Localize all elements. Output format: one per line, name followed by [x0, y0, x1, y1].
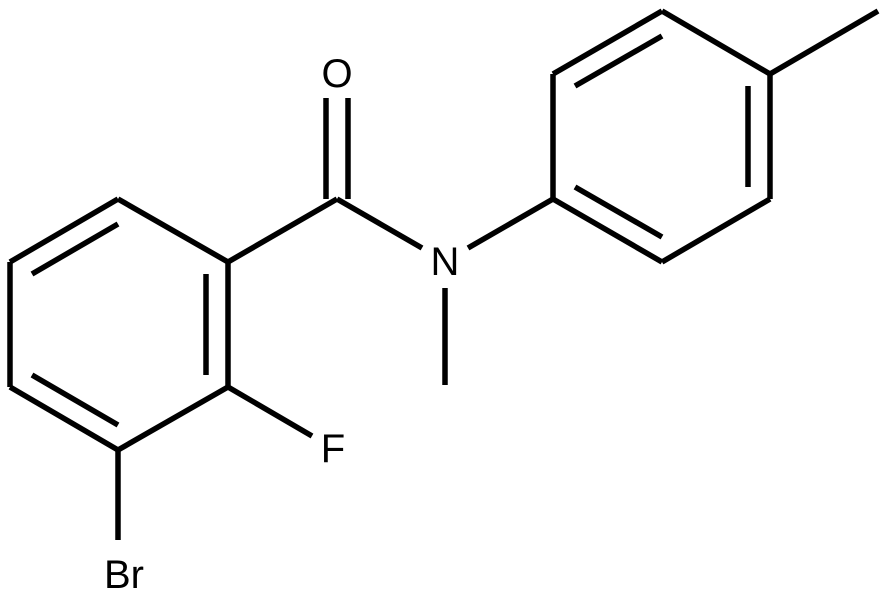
nitrogen-label: N: [431, 240, 460, 284]
ring-bond-1-inner: [30, 221, 120, 277]
tolyl-bond-5: [660, 196, 772, 265]
bond-nitrogen-to-tolyl: [466, 196, 555, 251]
bond-ring-to-fluorine: [226, 384, 314, 439]
tolyl-bond-2: [551, 8, 664, 77]
benzoyl-ring: [7, 196, 231, 453]
bond-tolyl-methyl: [768, 8, 880, 77]
ring-bond-5: [8, 384, 120, 453]
bond-ring-to-carbonyl: [226, 196, 339, 265]
tolyl-bond-3: [660, 8, 772, 77]
oxygen-label: O: [321, 52, 352, 96]
ring-bond-2: [116, 196, 230, 265]
tolyl-bond-2-inner: [573, 33, 664, 89]
tolyl-bond-6-inner: [573, 184, 664, 240]
ring-bond-5-inner: [30, 372, 120, 428]
tolyl-bond-6: [551, 196, 664, 265]
fluorine-label: F: [321, 427, 345, 471]
ring-bond-1: [8, 196, 120, 265]
bond-carbonyl-to-nitrogen: [335, 196, 424, 251]
bromine-label: Br: [104, 553, 144, 597]
tolyl-ring: [550, 8, 773, 265]
ring-bond-4: [116, 384, 230, 453]
